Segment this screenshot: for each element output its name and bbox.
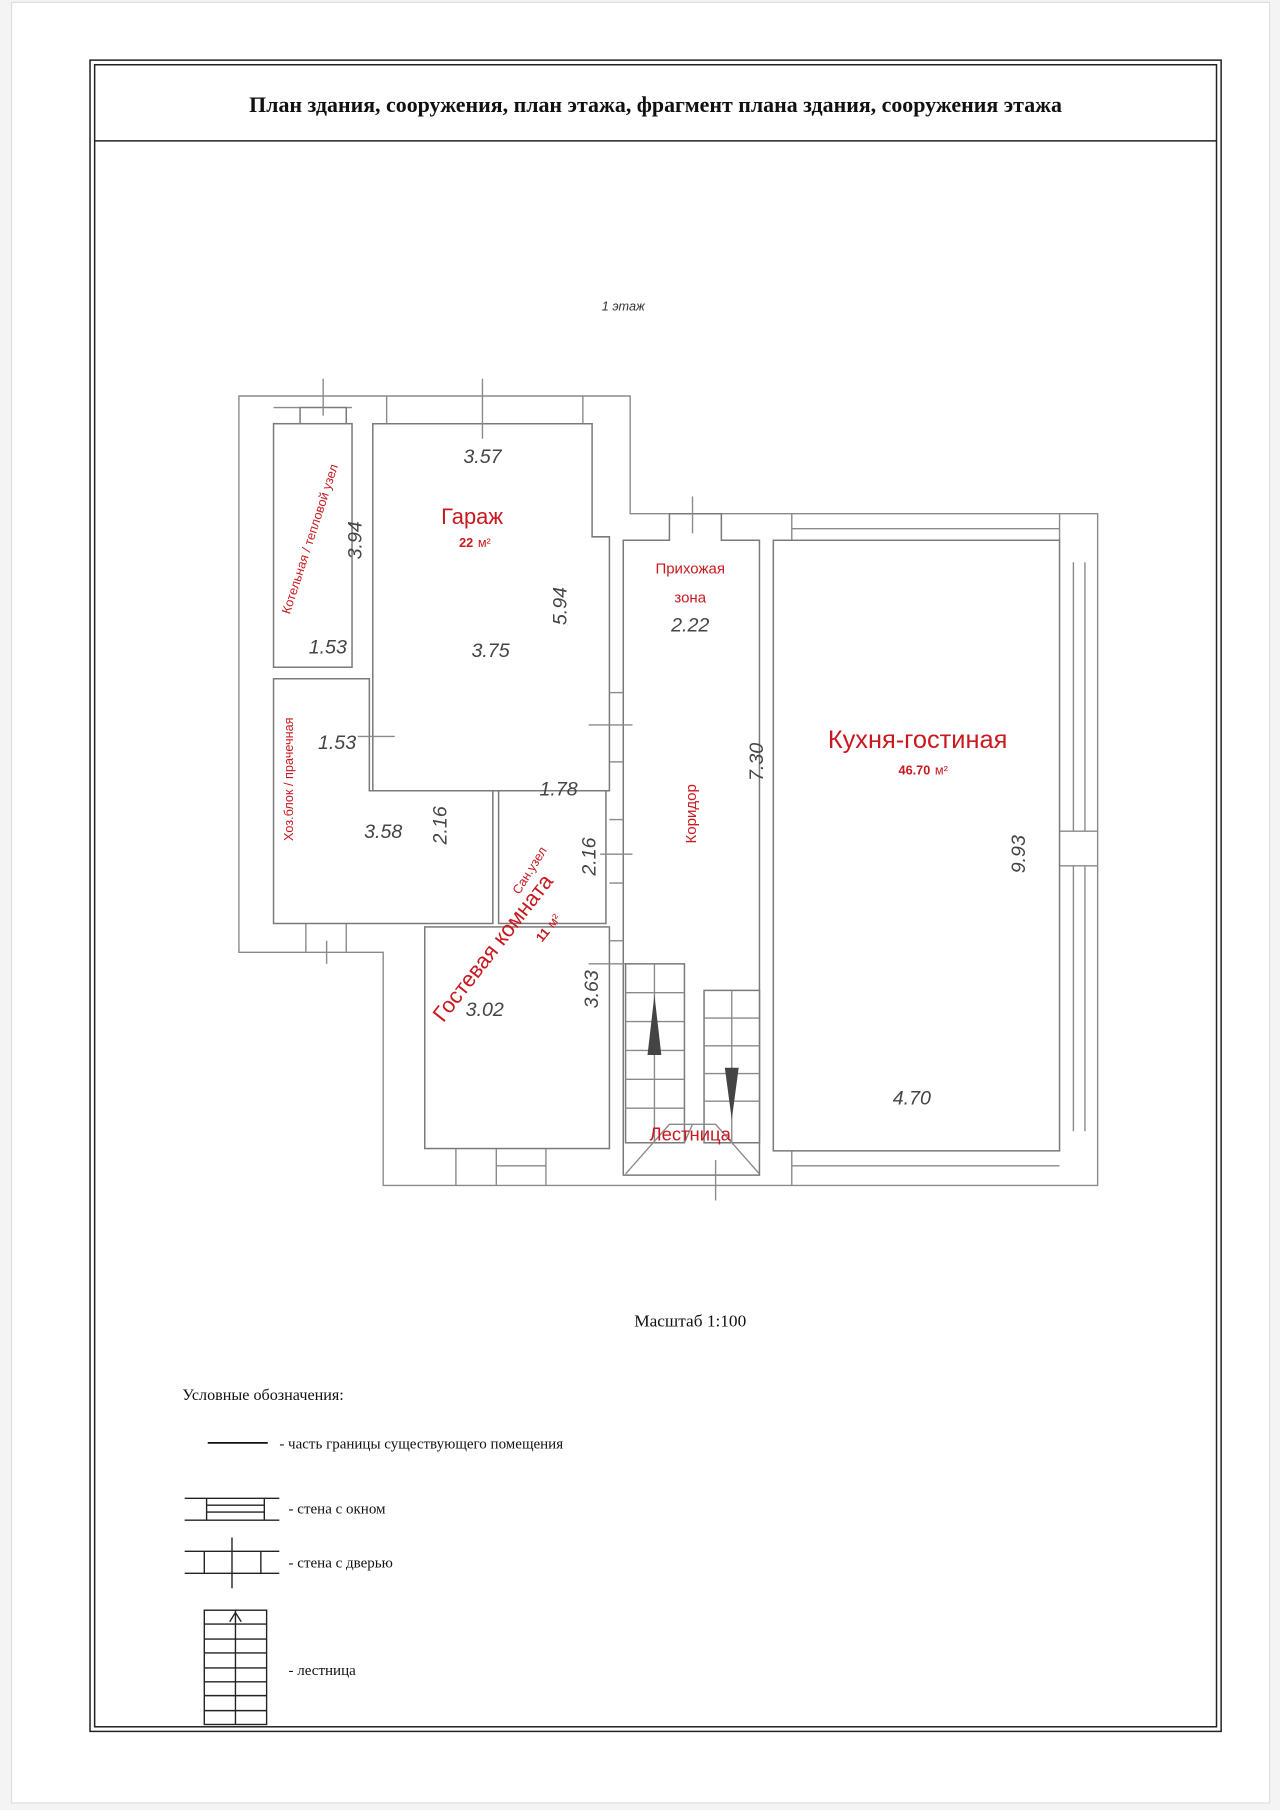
legend: Условные обозначения: - часть границы су… [182, 1387, 563, 1726]
floor-label: 1 этаж [602, 300, 646, 314]
kitchen-outline [772, 539, 1061, 1152]
kitchen-dim-length: 9.93 [1008, 835, 1030, 873]
stair-up-arrow-icon [647, 995, 662, 1056]
legend-item-boundary: - часть границы существующего помещения [279, 1437, 563, 1453]
guest-room-outline [423, 926, 611, 1150]
corridor-label: Коридор [683, 784, 700, 843]
legend-title: Условные обозначения: [182, 1387, 343, 1404]
boiler-room-rect [272, 422, 353, 668]
boiler-dim-width: 1.53 [309, 636, 347, 658]
staircase-drawing [624, 963, 761, 1175]
page-frame [89, 59, 1222, 1733]
building-walls [238, 395, 1099, 1187]
garage-area-unit: м² [478, 536, 491, 550]
page-title: План здания, сооружения, план этажа, фра… [249, 92, 1062, 117]
garage-dim-width: 3.75 [471, 640, 509, 662]
guest-dim-width: 3.02 [466, 999, 504, 1021]
bathroom-dim-width: 1.78 [540, 778, 578, 800]
scale-label: Масштаб 1:100 [634, 1311, 746, 1330]
legend-item-window: - стена с окном [289, 1501, 386, 1517]
utility-room-label: Хоз.блок / прачечная [282, 717, 296, 841]
legend-item-door: - стена с дверью [289, 1556, 393, 1572]
legend-window-symbol [184, 1497, 280, 1521]
hall-label-line1: Прихожая [655, 561, 725, 578]
guest-dim-length: 3.63 [581, 970, 603, 1008]
utility-dim-length: 3.58 [364, 821, 402, 843]
hall-dim-width: 2.22 [670, 614, 709, 636]
garage-outline [372, 422, 611, 792]
utility-dim-width: 1.53 [318, 732, 356, 754]
corridor-dim-length: 7.30 [746, 743, 768, 781]
utility-dim-depth: 2.16 [430, 806, 452, 845]
garage-area-value: 22 [459, 536, 473, 550]
bathroom-dim-length: 2.16 [579, 837, 601, 876]
legend-door-symbol [184, 1537, 280, 1589]
door-marks [322, 378, 717, 1201]
stairs-label: Лестница [650, 1123, 732, 1144]
kitchen-label: Кухня-гостиная [828, 726, 1008, 754]
garage-label: Гараж [441, 504, 503, 529]
legend-item-stairs: - лестница [289, 1663, 357, 1679]
boiler-dim-length: 3.94 [344, 521, 366, 559]
hall-label-line2: зона [674, 590, 706, 607]
legend-stair-symbol [203, 1609, 268, 1726]
stair-down-arrow-icon [724, 1067, 739, 1120]
garage-dim-length: 5.94 [550, 587, 572, 625]
kitchen-dim-width: 4.70 [893, 1088, 931, 1110]
bathroom-outline [497, 789, 607, 925]
garage-dim-top: 3.57 [463, 446, 502, 468]
kitchen-area-unit: м² [935, 764, 948, 778]
kitchen-area-value: 46.70 [899, 764, 931, 778]
